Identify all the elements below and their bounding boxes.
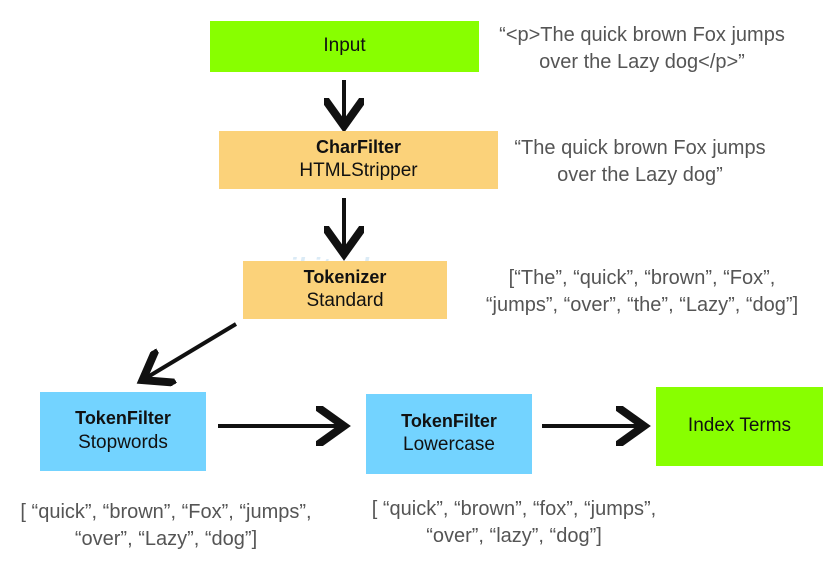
tokenizer-node-title: Tokenizer [303,266,387,287]
input-node-label: Input [323,35,366,57]
charfilter-node: CharFilter HTMLStripper [219,131,498,189]
input-node: Input [210,21,479,72]
input-annotation: “<p>The quick brown Fox jumps over the L… [492,22,792,76]
annotation-line: over the Lazy dog</p>” [539,51,745,73]
charfilter-node-title: CharFilter [315,136,402,157]
annotation-line: “jumps”, “over”, “the”, “Lazy”, “dog”] [485,294,799,316]
lowercase-node: TokenFilter Lowercase [366,394,532,474]
tokenizer-node-subtitle: Standard [306,290,384,312]
stopwords-node: TokenFilter Stopwords [40,392,206,471]
annotation-line: “over”, “Lazy”, “dog”] [74,528,258,550]
annotation-line: over the Lazy dog” [557,164,723,186]
lowercase-annotation: [ “quick”, “brown”, “fox”, “jumps”, “ove… [348,496,680,550]
annotation-line: “over”, “lazy”, “dog”] [426,525,602,547]
tokenizer-node: Tokenizer Standard [243,261,447,319]
stopwords-annotation: [ “quick”, “brown”, “Fox”, “jumps”, “ove… [2,499,330,553]
arrow-tokenizer-to-stopwords [146,322,238,378]
indexterms-node: Index Terms [656,387,823,466]
charfilter-annotation: “The quick brown Fox jumps over the Lazy… [500,135,780,189]
lowercase-node-subtitle: Lowercase [403,434,495,456]
lowercase-node-title: TokenFilter [401,410,497,431]
stopwords-node-title: TokenFilter [75,408,171,429]
annotation-line: [“The”, “quick”, “brown”, “Fox”, [508,267,776,289]
annotation-line: “<p>The quick brown Fox jumps [499,24,785,46]
stopwords-node-subtitle: Stopwords [78,431,168,453]
tokenizer-annotation: [“The”, “quick”, “brown”, “Fox”, “jumps”… [459,265,825,319]
annotation-line: “The quick brown Fox jumps [514,137,766,159]
annotation-line: [ “quick”, “brown”, “fox”, “jumps”, [371,498,657,520]
indexterms-node-label: Index Terms [687,415,792,437]
annotation-line: [ “quick”, “brown”, “Fox”, “jumps”, [20,501,312,523]
charfilter-node-subtitle: HTMLStripper [299,160,418,182]
